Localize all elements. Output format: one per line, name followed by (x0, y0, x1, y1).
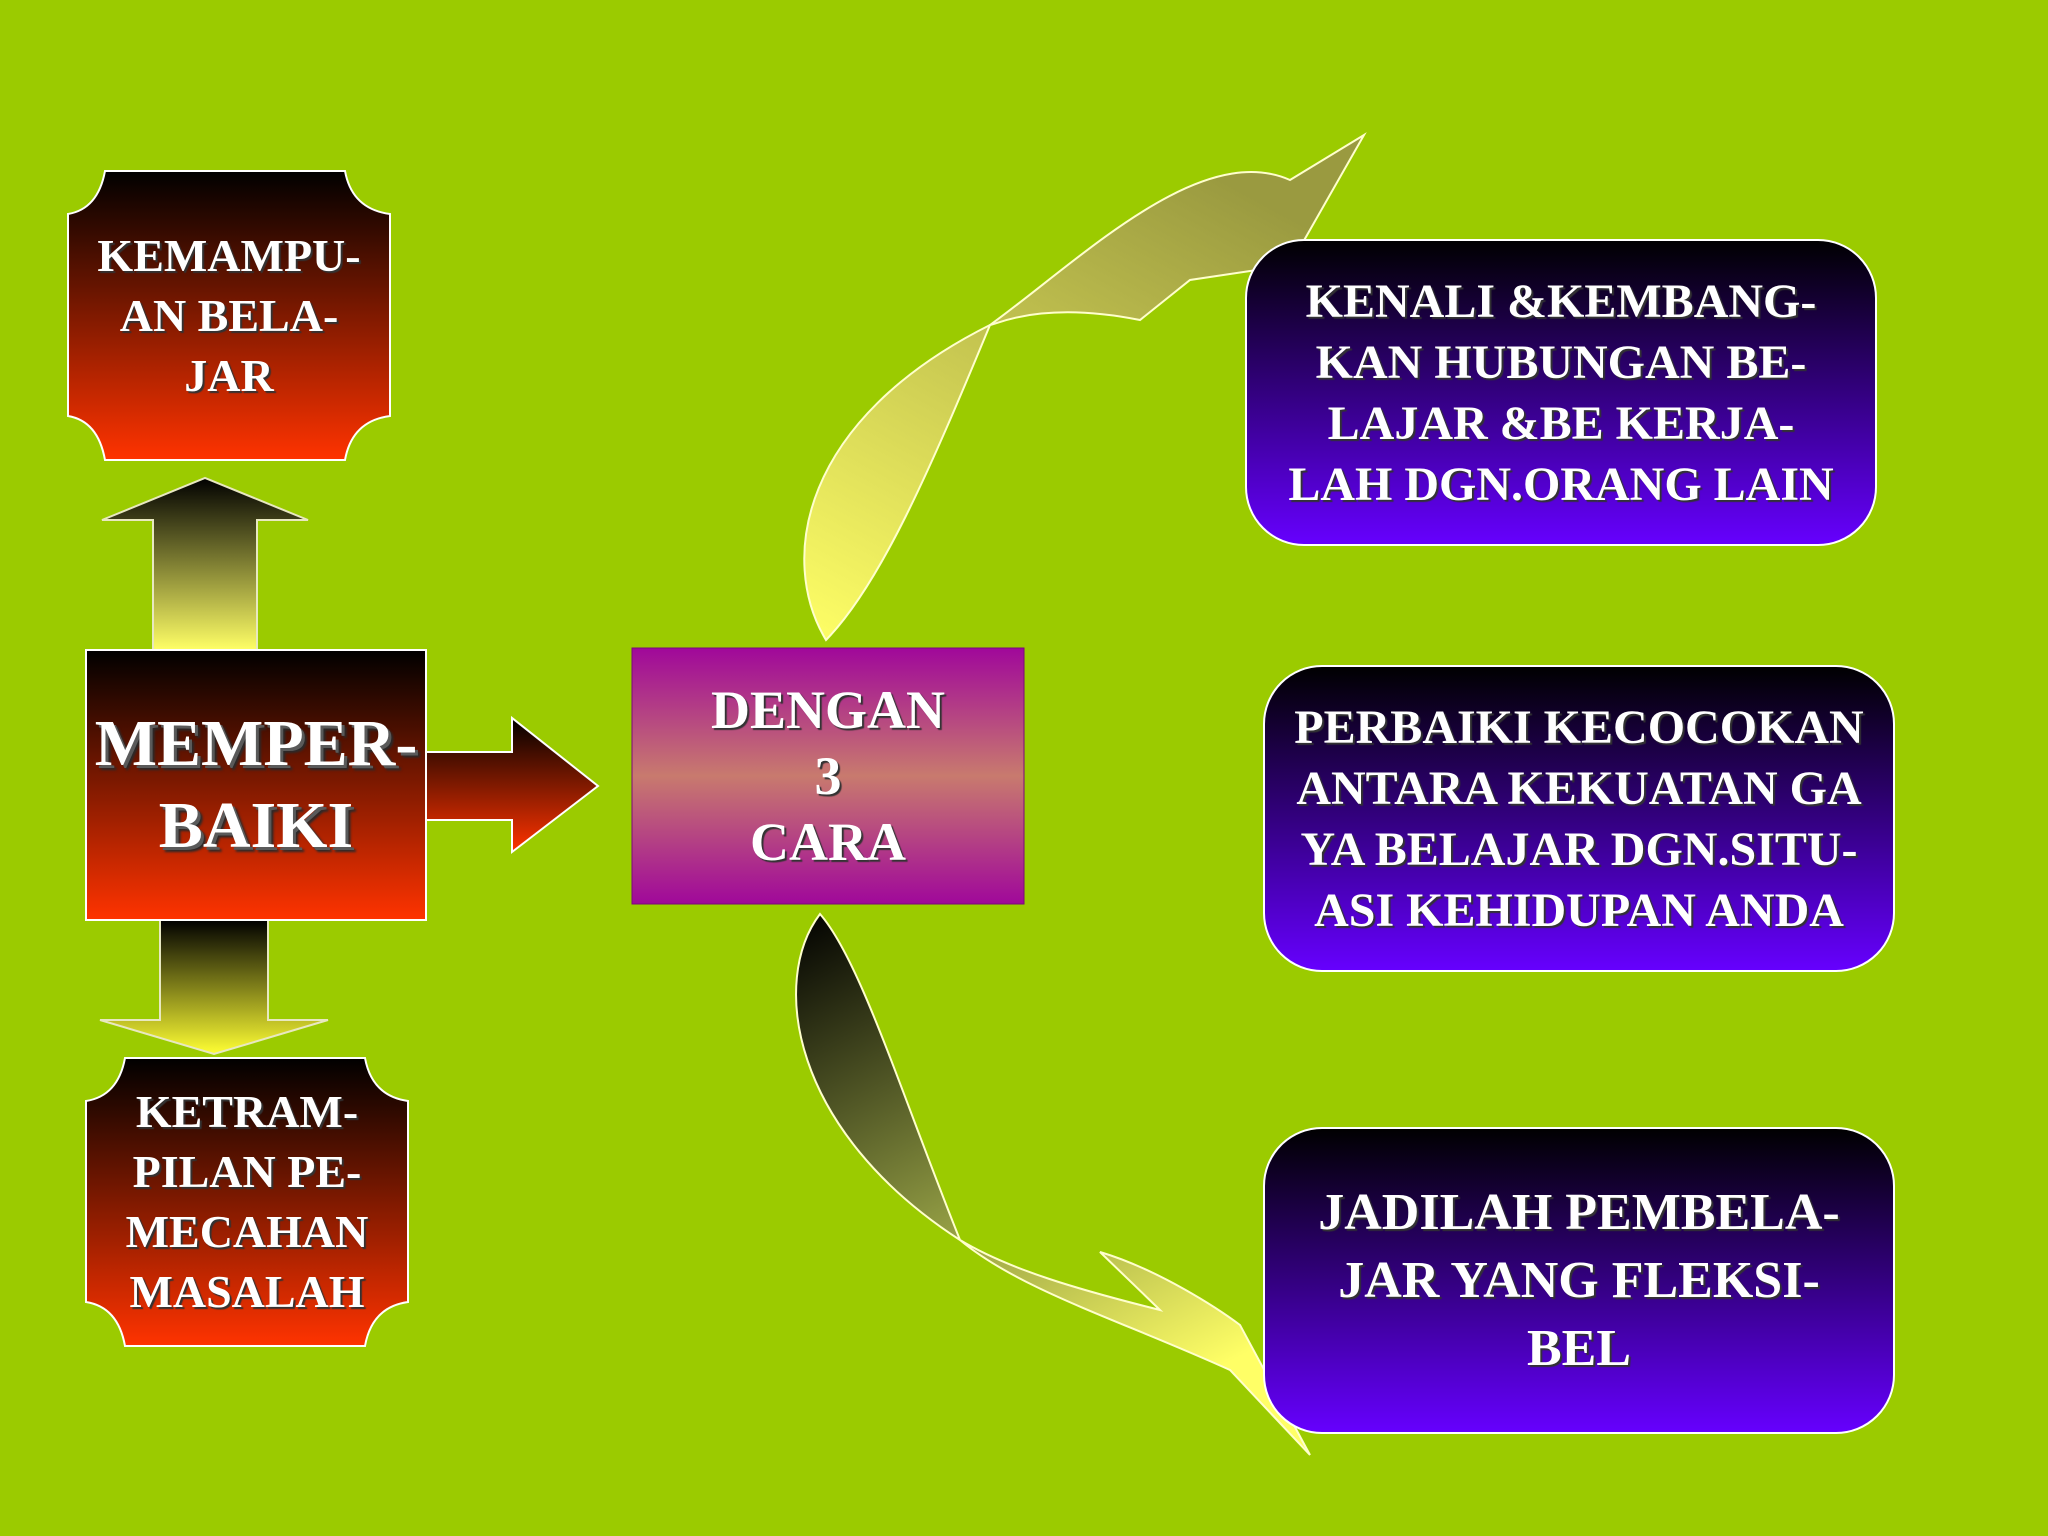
bottom-node-line-1: KETRAM- (135, 1086, 359, 1137)
top-node-line-2: AN BELA- (119, 289, 339, 341)
way-1-shape (1245, 239, 1877, 546)
hub-node-line-3: CARA (750, 812, 906, 872)
way-2-label: PERBAIKI KECOCOKAN ANTARA KEKUATAN GA YA… (1264, 666, 1894, 971)
bottom-node-line-4: MASALAH (129, 1266, 365, 1317)
bottom-node-shape (85, 1057, 409, 1347)
top-node-label: KEMAMPU- AN BELA- JAR (68, 171, 390, 460)
way-2-line-2: ANTARA KEKUATAN GA (1296, 761, 1862, 815)
arrow-right-shape (419, 715, 600, 855)
center-node-line-1: MEMPER- (94, 707, 418, 780)
arrow-down-shape (99, 919, 329, 1056)
hub-node-shape (631, 647, 1025, 905)
arrow-up-shape (101, 476, 309, 651)
bottom-node-line-2: PILAN PE- (132, 1146, 362, 1197)
way-3-line-1: JADILAH PEMBELA- (1318, 1183, 1840, 1241)
top-node-line-3: JAR (184, 349, 274, 401)
way-2-line-4: ASI KEHIDUPAN ANDA (1314, 883, 1844, 937)
way-2-line-3: YA BELAJAR DGN.SITU- (1300, 822, 1858, 876)
way-1-line-2: KAN HUBUNGAN BE- (1315, 335, 1807, 389)
center-node-shape (85, 649, 427, 921)
bottom-node-line-3: MECAHAN (125, 1206, 369, 1257)
way-2-line-1: PERBAIKI KECOCOKAN (1294, 700, 1864, 754)
bottom-node-label: KETRAM- PILAN PE- MECAHAN MASALAH (86, 1058, 408, 1346)
top-node-line-1: KEMAMPU- (97, 229, 361, 281)
way-3-shape (1263, 1127, 1895, 1434)
way-2-shape (1263, 665, 1895, 972)
way-1-line-1: KENALI &KEMBANG- (1305, 274, 1817, 328)
way-1-line-4: LAH DGN.ORANG LAIN (1288, 457, 1834, 511)
way-3-label: JADILAH PEMBELA- JAR YANG FLEKSI- BEL (1264, 1128, 1894, 1433)
curved-arrow-bottom-shape (795, 912, 1311, 1456)
center-node-label: MEMPER- BAIKI (86, 650, 426, 920)
center-node-line-2: BAIKI (158, 789, 354, 862)
curved-arrow-top-shape (803, 132, 1367, 642)
way-3-line-3: BEL (1526, 1319, 1632, 1377)
hub-node-label: DENGAN 3 CARA (632, 648, 1024, 904)
way-3-line-2: JAR YANG FLEKSI- (1338, 1251, 1820, 1309)
top-node-shape (67, 170, 391, 461)
way-1-line-3: LAJAR &BE KERJA- (1327, 396, 1795, 450)
way-1-label: KENALI &KEMBANG- KAN HUBUNGAN BE- LAJAR … (1246, 240, 1876, 545)
hub-node-line-2: 3 (814, 746, 842, 806)
hub-node-line-1: DENGAN (710, 680, 945, 740)
